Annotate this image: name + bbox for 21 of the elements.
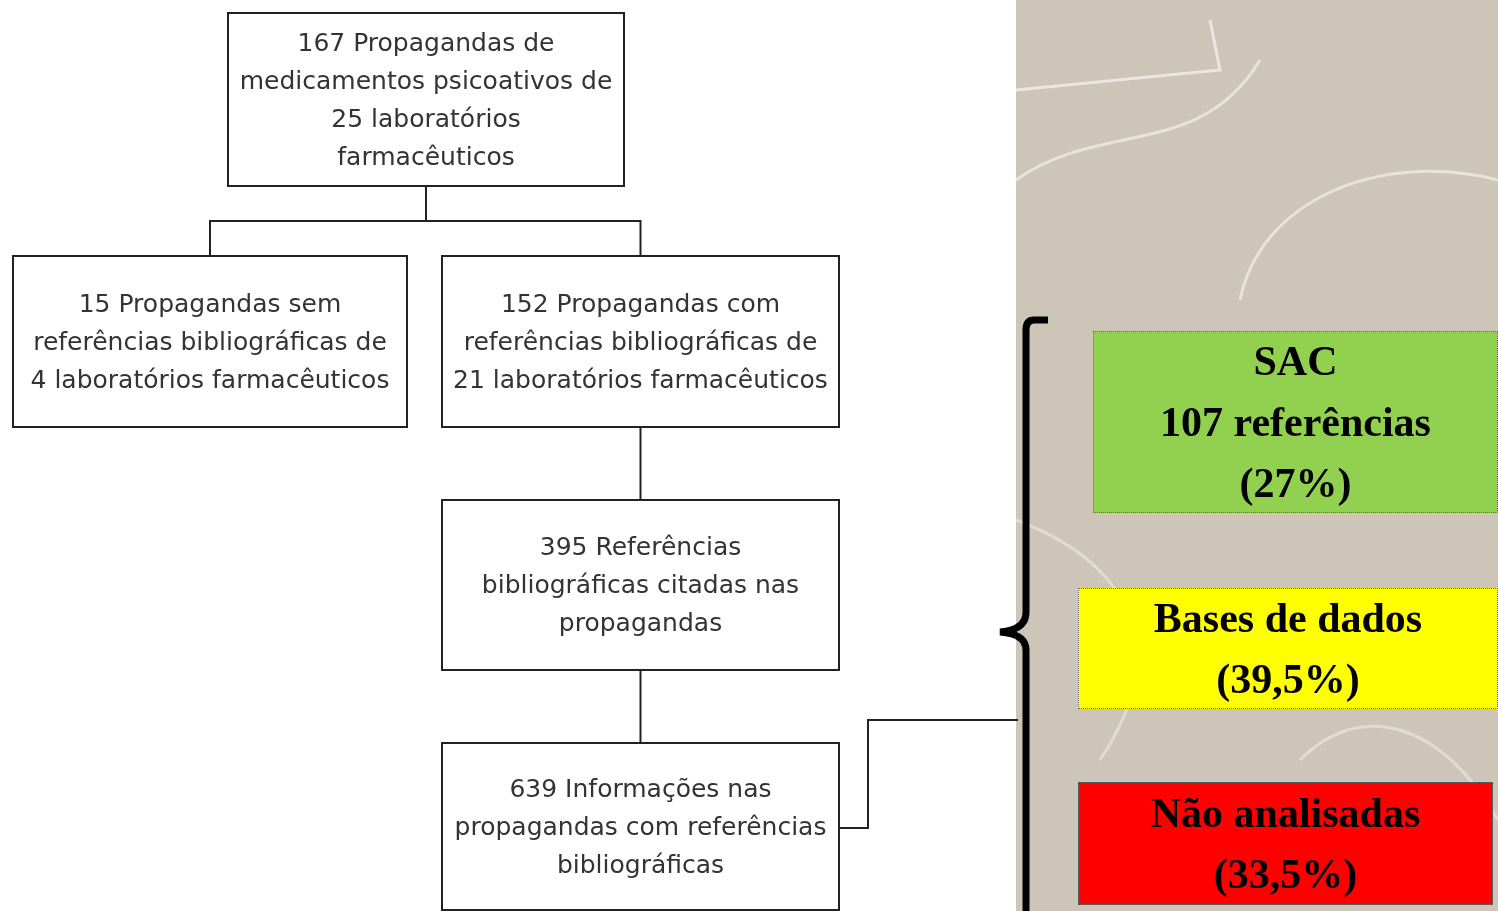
box-text: 639 Informações nas propagandas com referências bibliográficas	[453, 772, 828, 881]
process-box	[12, 255, 408, 428]
box-text: 152 Propagandas com referências bibliográficas de 21 laboratórios farmacêuticos	[453, 287, 828, 396]
box-text: 167 Propagandas de medicamentos psicoativos de 25 laboratórios farmacêuticos	[239, 26, 613, 173]
connector-line	[639, 670, 642, 743]
process-box	[441, 742, 840, 911]
category-box	[1078, 782, 1493, 905]
category-label: SAC	[1253, 336, 1338, 386]
category-label: 107 referências (27%)	[1159, 397, 1432, 508]
connector-line	[639, 427, 642, 500]
connector-line	[839, 719, 1019, 829]
connector-line	[425, 186, 642, 256]
category-label: Não analisadas (33,5%)	[1149, 788, 1422, 899]
box-text: 15 Propagandas sem referências bibliográficas de 4 laboratórios farmacêuticos	[29, 287, 391, 396]
category-box	[1078, 588, 1498, 709]
category-label: Bases de dados (39,5%)	[1152, 593, 1424, 704]
box-text: 395 Referências bibliográficas citadas nas propagandas	[480, 531, 801, 639]
process-box	[227, 12, 625, 187]
process-box	[441, 255, 840, 428]
category-box	[1093, 331, 1498, 513]
process-box	[441, 499, 840, 671]
